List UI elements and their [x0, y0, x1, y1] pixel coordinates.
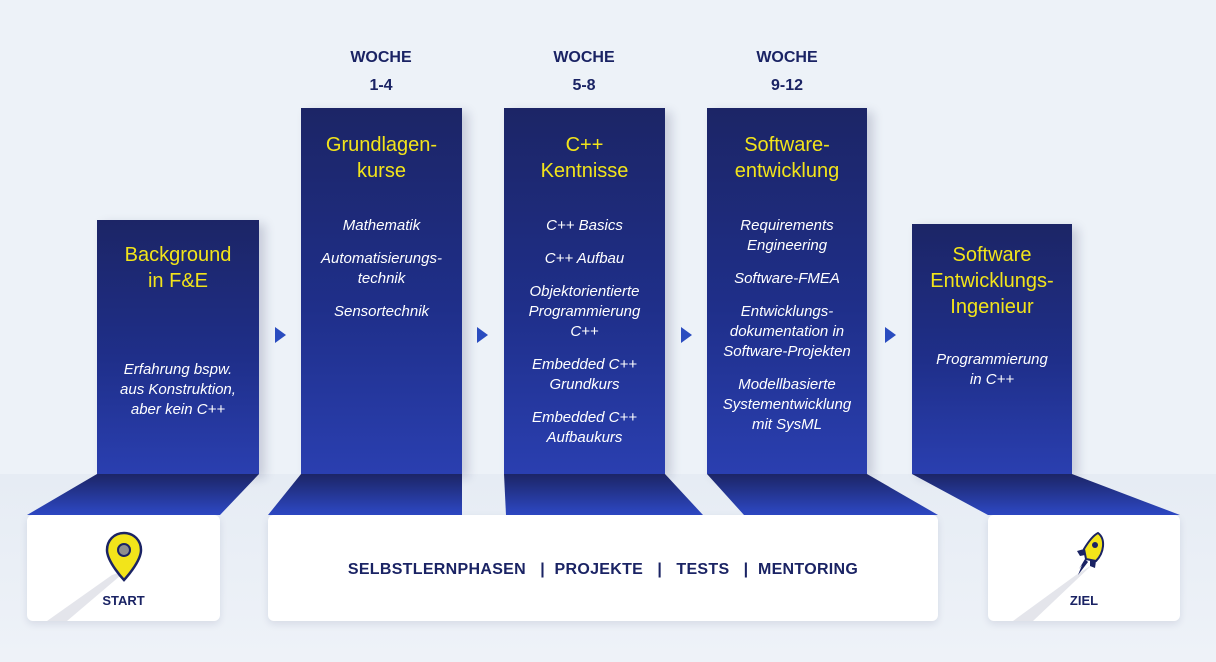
start-box: START: [27, 515, 220, 621]
goal-label: ZIEL: [1069, 593, 1099, 608]
column-item: Requirements Engineering: [740, 217, 834, 254]
week-label-word: WOCHE: [756, 49, 818, 66]
floor-trapezoid: [27, 474, 259, 515]
week-label-range: 5-8: [572, 77, 596, 94]
column-goal: Software Entwicklungs- Ingenieur Program…: [912, 224, 1072, 474]
week-label-range: 9-12: [770, 77, 804, 94]
column-items: Programmierung in C++: [912, 350, 1072, 390]
arrow-right-icon: [477, 327, 488, 343]
column-item: Objektorientierte Programmierung C++: [528, 283, 641, 340]
column-item: Embedded C++ Aufbaukurs: [531, 409, 638, 446]
goal-shadow: [1013, 565, 1092, 621]
floor-trapezoid: [268, 474, 462, 515]
column-item: Software-FMEA: [734, 270, 840, 287]
floor-trapezoid: [912, 474, 1180, 515]
column-item: Erfahrung bspw. aus Konstruktion, aber k…: [120, 361, 236, 418]
goal-box: ZIEL: [988, 515, 1180, 621]
column-title: C++ Kentnisse: [540, 134, 629, 182]
week-label-1: WOCHE 1-4: [301, 44, 461, 100]
start-shadow: [47, 570, 127, 621]
column-item: Entwicklungs- dokumentation in Software-…: [723, 303, 851, 360]
column-item: Programmierung in C++: [936, 351, 1048, 388]
column-title: Software Entwicklungs- Ingenieur: [930, 244, 1054, 318]
map-pin-icon: [105, 531, 143, 582]
floor-projections: [27, 474, 1180, 515]
week-label-3: WOCHE 9-12: [707, 44, 867, 100]
arrow-right-icon: [885, 327, 896, 343]
arrow-right-icon: [681, 327, 692, 343]
column-item: C++ Basics: [546, 217, 623, 234]
column-items: Erfahrung bspw. aus Konstruktion, aber k…: [97, 360, 259, 420]
rocket-icon: [1077, 531, 1104, 575]
floor-trapezoid: [504, 474, 703, 515]
arrow-right-icon: [275, 327, 286, 343]
column-items: C++ Basics C++ Aufbau Objektorientierte …: [504, 216, 665, 448]
week-label-word: WOCHE: [350, 49, 412, 66]
week-label-2: WOCHE 5-8: [504, 44, 664, 100]
floor-trapezoid: [707, 474, 938, 515]
column-background: Background in F&E Erfahrung bspw. aus Ko…: [97, 220, 259, 474]
column-cpp: C++ Kentnisse C++ Basics C++ Aufbau Obje…: [504, 108, 665, 474]
column-item: C++ Aufbau: [544, 250, 625, 267]
start-label: START: [102, 593, 145, 608]
column-software: Software- entwicklung Requirements Engin…: [707, 108, 867, 474]
week-label-word: WOCHE: [553, 49, 615, 66]
column-item: Embedded C++ Grundkurs: [531, 356, 638, 393]
column-items: Mathematik Automatisierungs- technik Sen…: [301, 216, 462, 322]
activities-text: SELBSTLERNPHASEN | PROJEKTE | TESTS | ME…: [347, 561, 859, 578]
column-basics: Grundlagen- kurse Mathematik Automatisie…: [301, 108, 462, 474]
column-items: Requirements Engineering Software-FMEA E…: [707, 216, 867, 435]
activities-box: [268, 515, 938, 621]
column-title: Background in F&E: [124, 244, 232, 292]
column-item: Mathematik: [342, 217, 421, 234]
column-item: Sensortechnik: [333, 303, 430, 320]
column-item: Automatisierungs- technik: [321, 250, 442, 287]
column-title: Software- entwicklung: [734, 134, 840, 182]
week-label-range: 1-4: [369, 77, 393, 94]
column-title: Grundlagen- kurse: [325, 134, 438, 182]
column-item: Modellbasierte Systementwicklung mit Sys…: [722, 376, 852, 433]
